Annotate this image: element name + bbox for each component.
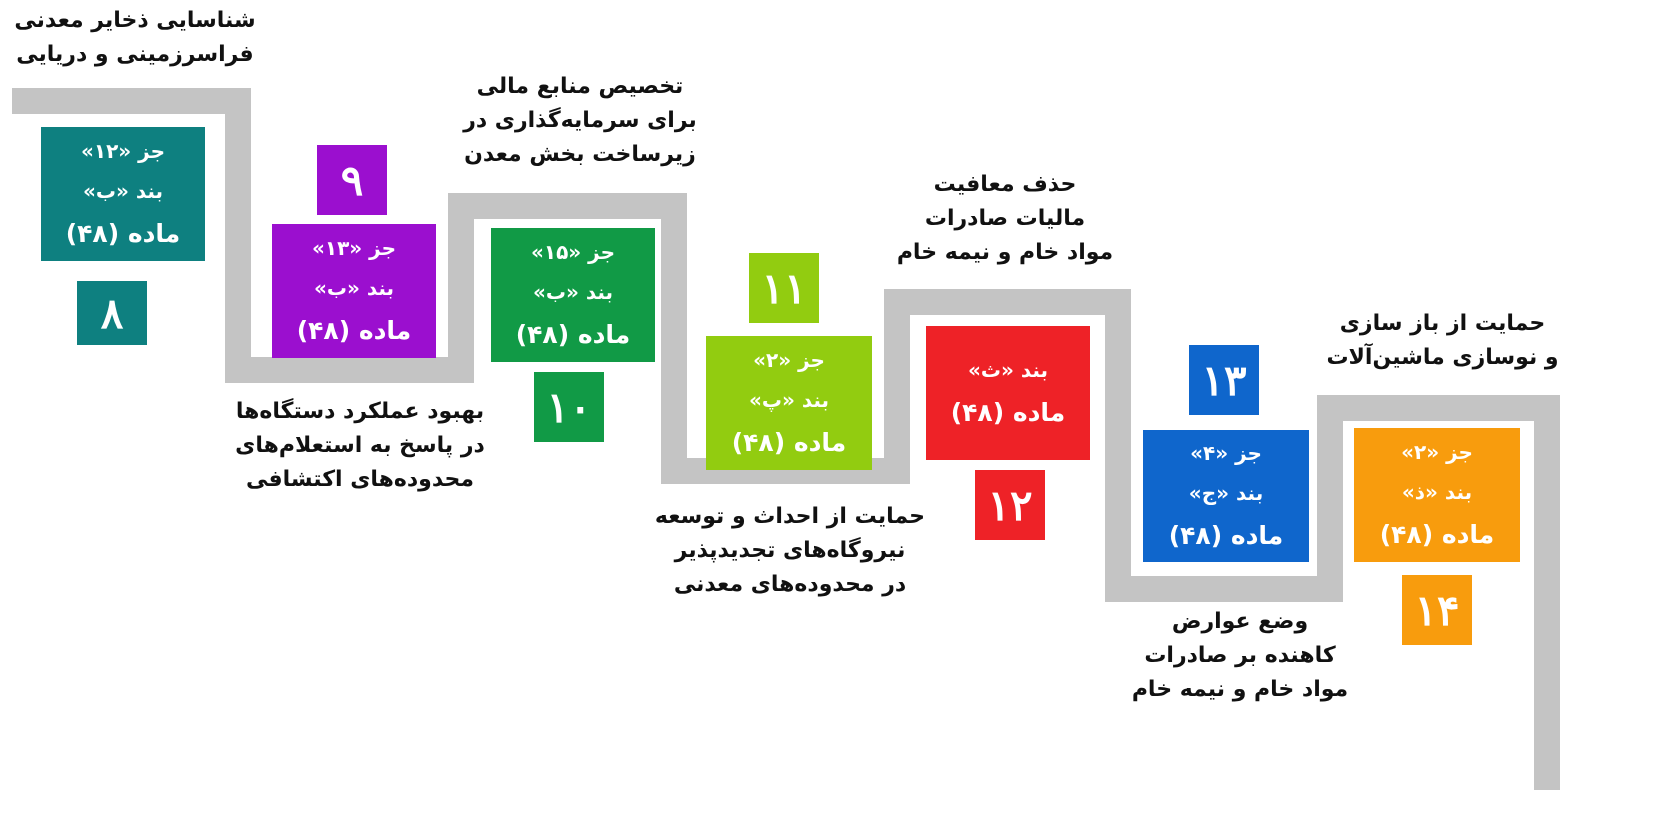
step-13-card-line-1: جز «۴» [1190, 441, 1262, 465]
step-11-card: جز «۲» بند «پ» ماده (۴۸) [706, 336, 872, 470]
step-13-caption: وضع عوارض کاهنده بر صادرات مواد خام و نی… [1110, 605, 1370, 707]
step-12-card-line-1: بند «ث» [967, 358, 1049, 382]
step-10-card-line-1: جز «۱۵» [530, 240, 616, 264]
step-9-card-line-3: ماده (۴۸) [296, 316, 412, 345]
step-13-number: ۱۳ [1189, 345, 1259, 415]
step-10-number: ۱۰ [534, 372, 604, 442]
step-11-caption-line-2: نیروگاه‌های تجدیدپذیر [674, 538, 906, 563]
step-8-caption: شناسایی ذخایر معدنی فراسرزمینی و دریایی [10, 4, 260, 72]
step-13-caption-line-1: وضع عوارض [1171, 609, 1309, 634]
step-12-number: ۱۲ [975, 470, 1045, 540]
step-8-caption-line-2: فراسرزمینی و دریایی [16, 42, 254, 67]
step-11-number: ۱۱ [749, 253, 819, 323]
step-11-card-line-2: بند «پ» [748, 388, 830, 412]
step-14-caption-line-1: حمایت از باز سازی [1339, 311, 1546, 336]
step-8-number: ۸ [77, 281, 147, 345]
step-10-caption: تخصیص منابع مالی برای سرمایه‌گذاری در زی… [455, 70, 705, 172]
step-12-caption: حذف معافیت مالیات صادرات مواد خام و نیمه… [875, 168, 1135, 270]
step-8-card-line-3: ماده (۴۸) [65, 219, 181, 248]
step-10-caption-line-1: تخصیص منابع مالی [476, 74, 684, 99]
step-13-caption-line-3: مواد خام و نیمه خام [1131, 677, 1349, 702]
step-11-caption: حمایت از احداث و توسعه نیروگاه‌های تجدید… [655, 500, 925, 602]
step-9-number: ۹ [317, 145, 387, 215]
step-9-caption-line-1: بهبود عملکرد دستگاه‌ها [235, 399, 485, 424]
step-10-caption-line-3: زیرساخت بخش معدن [464, 142, 696, 167]
step-12-caption-line-2: مالیات صادرات [924, 206, 1086, 231]
step-10-card-line-2: بند «ب» [532, 280, 614, 304]
step-9-caption-line-3: محدوده‌های اکتشافی [245, 467, 475, 492]
step-13-card-line-3: ماده (۴۸) [1168, 521, 1284, 550]
step-12-card-line-2: ماده (۴۸) [950, 398, 1066, 427]
step-14-card: جز «۲» بند «ذ» ماده (۴۸) [1354, 428, 1520, 562]
step-13-caption-line-2: کاهنده بر صادرات [1144, 643, 1336, 668]
step-10-card: جز «۱۵» بند «ب» ماده (۴۸) [491, 228, 655, 362]
step-8-caption-line-1: شناسایی ذخایر معدنی [14, 8, 256, 33]
step-14-card-line-1: جز «۲» [1401, 440, 1473, 464]
step-8-card-line-1: جز «۱۲» [80, 139, 166, 163]
step-12-caption-line-1: حذف معافیت [933, 172, 1077, 197]
step-8-card-line-2: بند «ب» [82, 179, 164, 203]
step-13-card: جز «۴» بند «ج» ماده (۴۸) [1143, 430, 1309, 562]
step-14-number: ۱۴ [1402, 575, 1472, 645]
step-9-card-line-2: بند «ب» [313, 276, 395, 300]
step-11-card-line-3: ماده (۴۸) [731, 428, 847, 457]
step-9-card-line-1: جز «۱۳» [311, 236, 397, 260]
step-11-caption-line-1: حمایت از احداث و توسعه [654, 504, 925, 529]
step-11-card-line-1: جز «۲» [753, 348, 825, 372]
step-12-card: بند «ث» ماده (۴۸) [926, 326, 1090, 460]
step-11-caption-line-3: در محدوده‌های معدنی [673, 572, 907, 597]
step-9-caption-line-2: در پاسخ به استعلام‌های [235, 433, 485, 458]
step-10-caption-line-2: برای سرمایه‌گذاری در [463, 108, 697, 133]
step-8-card: جز «۱۲» بند «ب» ماده (۴۸) [41, 127, 205, 261]
step-10-card-line-3: ماده (۴۸) [515, 320, 631, 349]
step-9-caption: بهبود عملکرد دستگاه‌ها در پاسخ به استعلا… [230, 395, 490, 497]
step-14-caption-line-2: و نوسازی ماشین‌آلات [1326, 345, 1559, 370]
step-13-card-line-2: بند «ج» [1188, 481, 1264, 505]
step-9-card: جز «۱۳» بند «ب» ماده (۴۸) [272, 224, 436, 358]
step-12-caption-line-3: مواد خام و نیمه خام [896, 240, 1114, 265]
step-14-caption: حمایت از باز سازی و نوسازی ماشین‌آلات [1315, 307, 1570, 375]
step-14-card-line-2: بند «ذ» [1401, 480, 1473, 504]
step-14-card-line-3: ماده (۴۸) [1379, 520, 1495, 549]
